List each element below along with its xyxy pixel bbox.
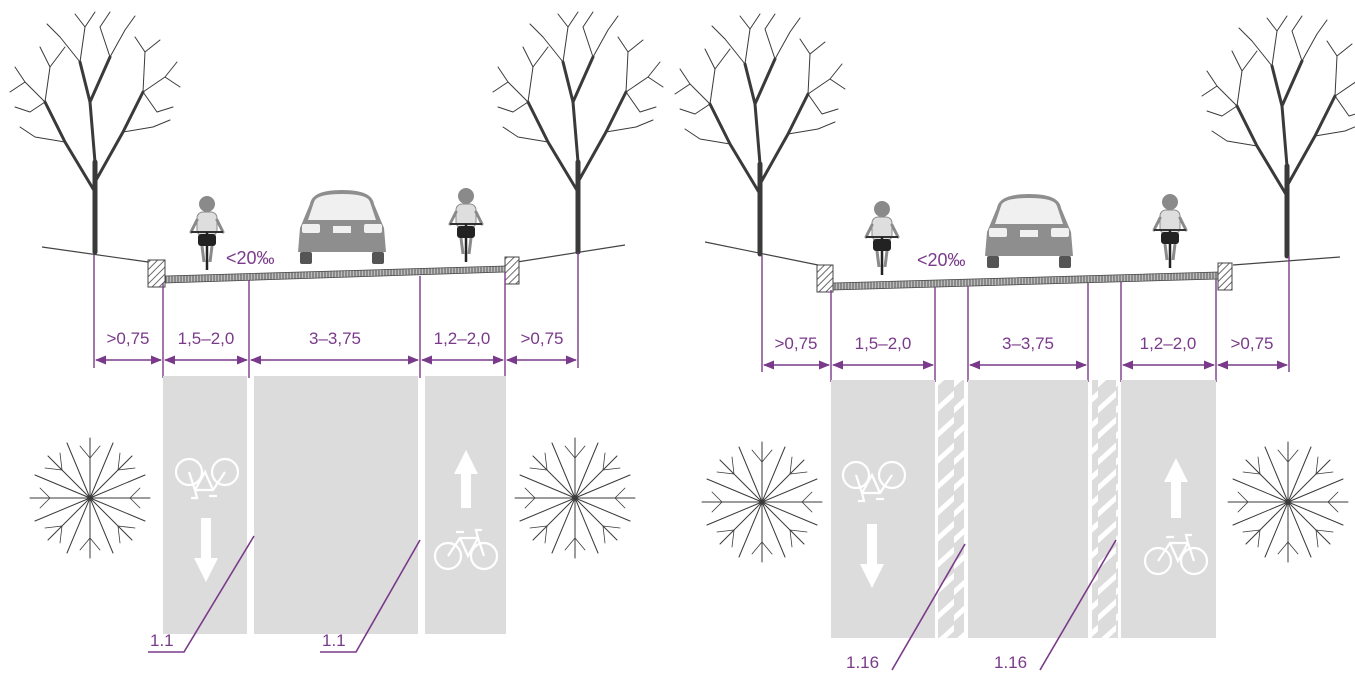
car-icon: [985, 194, 1073, 268]
cyclist-icon: [189, 194, 225, 272]
dimension-label: 1,2–2,0: [1140, 334, 1197, 353]
slope-label: <20‰: [917, 250, 966, 270]
marking-leader: [148, 535, 255, 653]
tree-elevation-icon: [493, 12, 663, 252]
dimension-label: 1,5–2,0: [855, 334, 912, 353]
dimension-extension-lines: [761, 255, 1290, 382]
cyclist-icon: [448, 186, 484, 264]
buffer-strip-right: [1092, 380, 1118, 638]
traffic-lane: [254, 376, 418, 634]
cyclist-icon: [864, 199, 900, 277]
dimension-extension-lines: [93, 252, 579, 378]
arrow-down-icon: [194, 518, 218, 582]
ground-line: [41, 244, 626, 263]
arrow-up-icon: [454, 450, 478, 508]
tree-elevation-icon: [1202, 16, 1355, 256]
marking-label: 1.1: [322, 631, 346, 650]
cyclist-icon: [1152, 192, 1188, 270]
marking-leader: [1039, 539, 1117, 671]
curb-right: [1217, 262, 1233, 291]
tree-plan-icon: [1227, 441, 1349, 563]
bike-lane-left: [163, 376, 247, 634]
road-surface: [832, 271, 1219, 291]
tree-plan-icon: [701, 441, 823, 563]
curb-left: [147, 259, 166, 288]
bike-lane-left: [831, 380, 935, 638]
buffer-strip-left: [938, 380, 964, 638]
arrow-down-icon: [860, 524, 884, 588]
dimension-label: 3–3,75: [1002, 334, 1054, 353]
left-section: <20‰ >0,75 1,5–2,0 3–3,75 1,2–2,0 >0,75: [10, 12, 663, 653]
curb-right: [504, 256, 520, 285]
marking-label: 1.16: [994, 653, 1027, 672]
curb-left: [816, 264, 834, 293]
arrow-up-icon: [1164, 458, 1188, 518]
tree-elevation-icon: [675, 14, 845, 254]
bike-lane-right: [1121, 380, 1216, 638]
traffic-lane: [968, 380, 1088, 638]
dimension-label: 3–3,75: [309, 329, 361, 348]
dimension-label: 1,2–2,0: [434, 329, 491, 348]
slope-label: <20‰: [226, 248, 275, 268]
marking-label: 1.16: [846, 653, 879, 672]
tree-plan-icon: [514, 437, 636, 559]
marking-label: 1.1: [150, 631, 174, 650]
dimension-label: >0,75: [1230, 334, 1273, 353]
dimension-label: 1,5–2,0: [178, 329, 235, 348]
marking-leader: [891, 543, 966, 671]
dimension-label: >0,75: [774, 334, 817, 353]
tree-plan-icon: [29, 437, 151, 559]
marking-leader: [320, 539, 421, 653]
dimension-label: >0,75: [520, 329, 563, 348]
tree-elevation-icon: [10, 12, 180, 252]
right-section: <20‰ >0,75 1,5–2,0 3–3,75 1,2–2,0 >0,75: [675, 14, 1355, 672]
road-surface: [164, 265, 506, 284]
dimension-label: >0,75: [106, 329, 149, 348]
car-icon: [298, 190, 386, 264]
